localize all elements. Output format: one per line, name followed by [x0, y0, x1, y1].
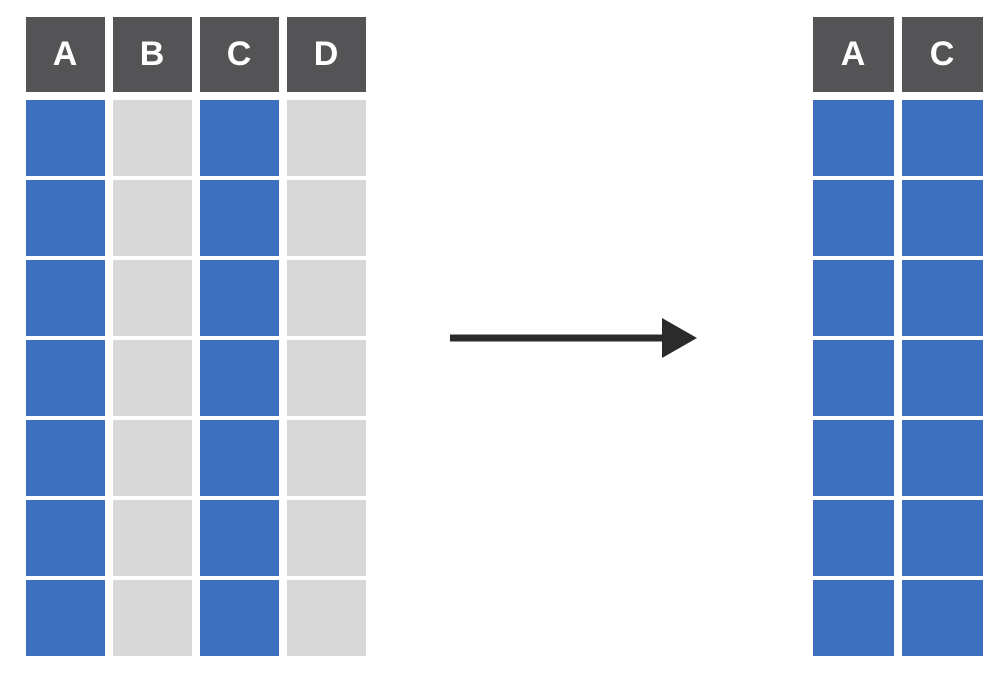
table-cell-a-row3	[26, 260, 105, 336]
column-header-d: D	[287, 17, 366, 92]
table-cell-b-row6	[113, 500, 192, 576]
table-cell-b-row2	[113, 180, 192, 256]
arrow-head	[662, 318, 697, 358]
table-cell-d-row2	[287, 180, 366, 256]
table-cell-c-row5	[902, 420, 983, 496]
table-cell-c-row3	[200, 260, 279, 336]
table-cell-c-row4	[902, 340, 983, 416]
right-arrow-icon	[450, 317, 698, 359]
table-cell-a-row4	[813, 340, 894, 416]
table-cell-b-row1	[113, 100, 192, 176]
table-cell-a-row7	[813, 580, 894, 656]
table-cell-b-row4	[113, 340, 192, 416]
table-cell-c-row2	[200, 180, 279, 256]
table-cell-a-row3	[813, 260, 894, 336]
table-cell-c-row7	[902, 580, 983, 656]
table-cell-a-row5	[813, 420, 894, 496]
result-table-body	[813, 100, 983, 656]
table-cell-d-row3	[287, 260, 366, 336]
table-cell-c-row6	[200, 500, 279, 576]
table-cell-a-row6	[813, 500, 894, 576]
table-cell-c-row1	[902, 100, 983, 176]
table-cell-c-row7	[200, 580, 279, 656]
table-cell-c-row1	[200, 100, 279, 176]
table-cell-b-row3	[113, 260, 192, 336]
table-cell-a-row2	[26, 180, 105, 256]
table-cell-a-row1	[813, 100, 894, 176]
column-header-b: B	[113, 17, 192, 92]
table-cell-a-row7	[26, 580, 105, 656]
table-cell-a-row6	[26, 500, 105, 576]
table-cell-d-row4	[287, 340, 366, 416]
column-header-a: A	[813, 17, 894, 92]
table-cell-c-row2	[902, 180, 983, 256]
table-cell-d-row7	[287, 580, 366, 656]
table-cell-b-row5	[113, 420, 192, 496]
source-table-body	[26, 100, 366, 656]
table-cell-d-row1	[287, 100, 366, 176]
table-cell-c-row6	[902, 500, 983, 576]
table-cell-c-row4	[200, 340, 279, 416]
table-cell-a-row1	[26, 100, 105, 176]
table-cell-c-row3	[902, 260, 983, 336]
table-cell-c-row5	[200, 420, 279, 496]
table-cell-d-row5	[287, 420, 366, 496]
arrow-shaft	[450, 334, 668, 342]
table-cell-a-row2	[813, 180, 894, 256]
table-cell-d-row6	[287, 500, 366, 576]
column-header-a: A	[26, 17, 105, 92]
table-cell-a-row4	[26, 340, 105, 416]
column-header-c: C	[200, 17, 279, 92]
table-cell-a-row5	[26, 420, 105, 496]
table-cell-b-row7	[113, 580, 192, 656]
column-header-c: C	[902, 17, 983, 92]
